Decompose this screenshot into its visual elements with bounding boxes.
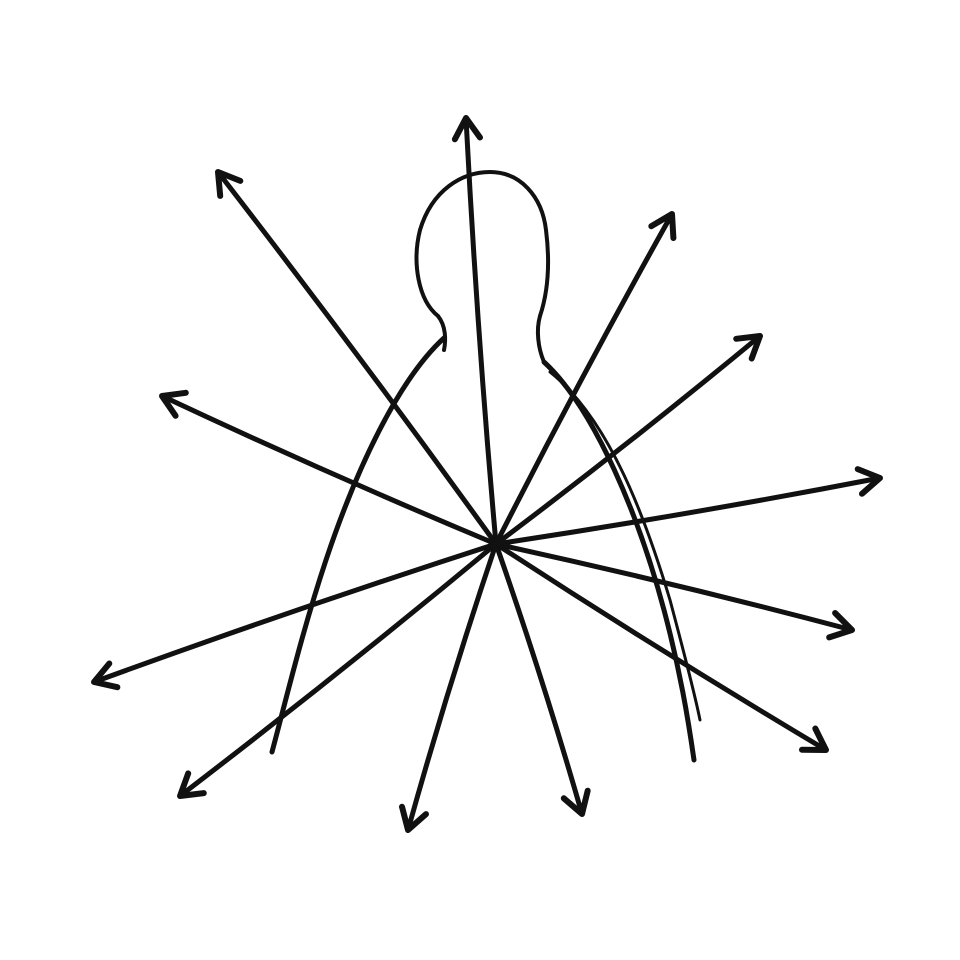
arrow-shaft — [493, 475, 883, 547]
arrowhead-icon — [560, 787, 591, 817]
arrow-left-lower — [91, 541, 499, 691]
arrow-shaft — [493, 541, 829, 753]
radiating-arrows — [91, 115, 883, 833]
arrow-shaft — [493, 333, 763, 547]
body-left-outline — [269, 335, 447, 755]
arrow-shaft — [405, 541, 499, 833]
arrow-up-right-2 — [493, 333, 763, 547]
arrow-shaft — [493, 211, 675, 547]
body-right-outline-second — [548, 370, 702, 722]
arrow-shaft — [493, 541, 585, 817]
arrow-down-left-2 — [399, 541, 499, 833]
arrowhead-icon — [215, 169, 244, 199]
neck-right-outline — [535, 314, 546, 364]
person-silhouette-icon — [269, 170, 702, 763]
arrow-up-right-1 — [493, 211, 677, 547]
arrow-down-left-1 — [177, 541, 499, 799]
arrowhead-icon — [451, 115, 483, 143]
arrowhead-icon — [159, 389, 189, 419]
arrow-down-right-1 — [493, 541, 591, 817]
arrow-shaft — [159, 393, 499, 547]
arrowhead-icon — [399, 803, 429, 833]
arrowhead-icon — [854, 466, 883, 497]
ray-origin-point — [488, 536, 504, 552]
arrow-right-lower — [493, 541, 855, 641]
arrowhead-icon — [648, 211, 677, 241]
arrowhead-icon — [799, 725, 829, 753]
arrow-shaft — [493, 541, 855, 633]
neck-left-outline — [436, 314, 448, 352]
arrowhead-icon — [91, 660, 121, 691]
arrow-up-left — [215, 169, 499, 547]
arrowhead-icon — [177, 770, 207, 799]
arrowhead-icon — [826, 610, 855, 641]
arrow-left-upper — [159, 389, 499, 547]
arrow-up — [451, 115, 499, 547]
arrow-right-upper — [493, 466, 883, 547]
arrowhead-icon — [733, 333, 763, 362]
arrow-shaft — [215, 169, 499, 547]
arrow-shaft — [463, 115, 499, 547]
arrow-shaft — [91, 541, 499, 685]
head-outline — [414, 170, 550, 318]
arrow-down-right-2 — [493, 541, 829, 753]
arrow-shaft — [177, 541, 499, 799]
body-right-outline — [541, 359, 697, 763]
